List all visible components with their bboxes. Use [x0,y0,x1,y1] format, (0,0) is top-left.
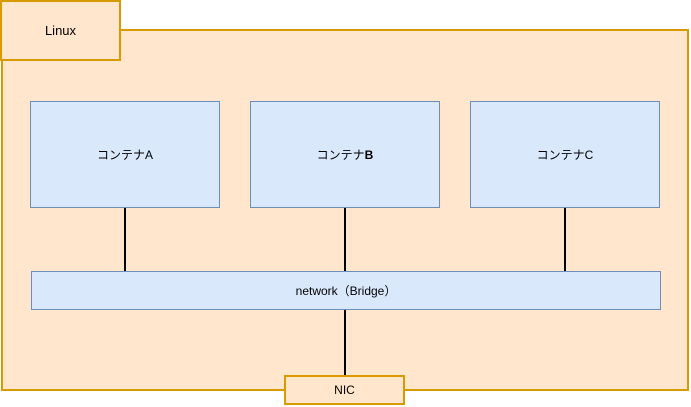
nic-box: NIC [284,375,405,405]
connector-container-a-to-bridge [124,208,126,271]
container-a-box: コンテナA [30,101,220,208]
nic-label: NIC [334,383,355,397]
container-c-label: コンテナC [536,148,594,162]
network-bridge-label: network（Bridge） [295,284,397,298]
linux-host-label-tab: Linux [0,0,121,61]
linux-host-label: Linux [44,23,77,38]
connector-bridge-to-nic [344,310,346,375]
container-b-box: コンテナB [250,101,440,208]
container-a-label: コンテナA [96,148,154,162]
container-c-box: コンテナC [470,101,660,208]
connector-container-b-to-bridge [344,208,346,271]
connector-container-c-to-bridge [564,208,566,271]
network-bridge-box: network（Bridge） [31,271,661,310]
container-b-label: コンテナB [316,148,374,162]
